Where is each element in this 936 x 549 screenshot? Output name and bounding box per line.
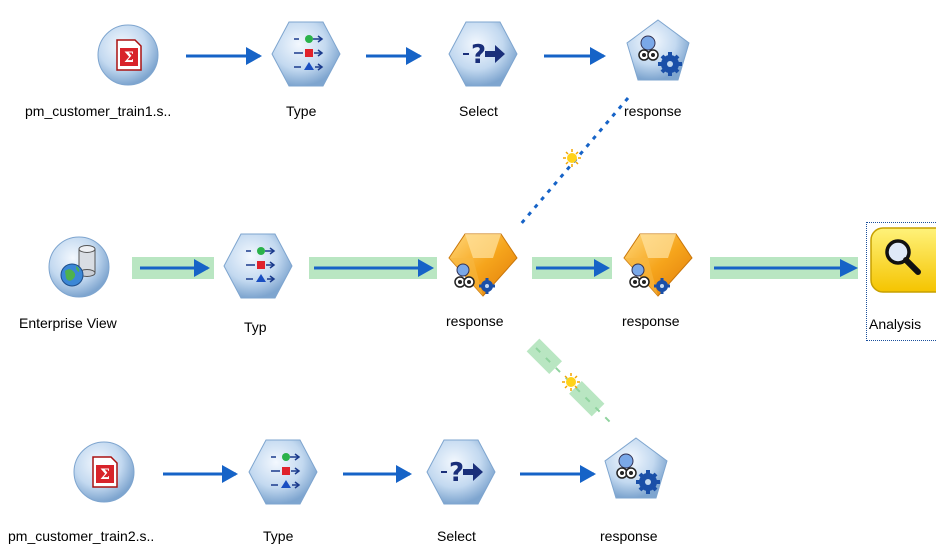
select1-label: Select <box>459 103 498 119</box>
connection-nugget1-nugget2[interactable] <box>532 257 612 279</box>
select-node-1[interactable]: ? <box>448 21 518 87</box>
model-gear-icon <box>616 453 660 494</box>
type2-label: Type <box>263 528 294 544</box>
model-link-sun-icon-2 <box>562 373 580 391</box>
connection-select1-model1[interactable] <box>544 47 606 65</box>
type-node-1[interactable] <box>271 21 341 87</box>
svg-text:Σ: Σ <box>100 467 110 483</box>
svg-text:Σ: Σ <box>124 50 134 66</box>
magnifier-icon <box>885 239 921 275</box>
type-node-mid[interactable] <box>223 233 293 299</box>
select2-label: Select <box>437 528 476 544</box>
svg-text:?: ? <box>449 458 464 488</box>
source-file-node-1[interactable]: Σ <box>97 24 159 86</box>
model-gear-icon <box>638 35 682 76</box>
model1-label: response <box>624 103 682 119</box>
analysis-selection-outline <box>866 222 936 341</box>
enterprise-label: Enterprise View <box>19 315 117 331</box>
source2-label: pm_customer_train2.s.. <box>8 528 155 544</box>
nugget-model-icon <box>629 263 670 294</box>
type1-label: Type <box>286 103 317 119</box>
type-node-2[interactable] <box>248 439 318 505</box>
model2-label: response <box>600 528 658 544</box>
enterprise-view-node[interactable] <box>48 236 110 298</box>
model-node-2[interactable] <box>604 437 668 499</box>
database-globe-icon <box>60 245 96 287</box>
connection-source2-type2[interactable] <box>163 465 238 483</box>
model-nugget-node-2[interactable] <box>623 233 693 297</box>
connection-select2-model2[interactable] <box>520 465 596 483</box>
nugget1-label: response <box>446 313 504 329</box>
svg-text:?: ? <box>471 40 486 70</box>
source-file-node-2[interactable]: Σ <box>73 441 135 503</box>
connection-enterprise-typ[interactable] <box>132 257 214 279</box>
connection-source1-type1[interactable] <box>186 47 262 65</box>
nugget2-label: response <box>622 313 680 329</box>
type-mid-label: Typ <box>244 319 267 335</box>
connection-nugget2-analysis[interactable] <box>710 257 858 279</box>
select-question-arrow-icon: ? <box>463 40 505 70</box>
select-question-arrow-icon: ? <box>441 458 483 488</box>
type-fields-icon <box>246 247 276 283</box>
analysis-node[interactable] <box>870 227 936 293</box>
connection-type1-select1[interactable] <box>366 47 422 65</box>
model-link-sun-icon-1 <box>563 149 581 167</box>
file-sum-icon: Σ <box>116 39 142 71</box>
type-fields-icon <box>294 35 324 71</box>
nugget-model-icon <box>454 263 495 294</box>
analysis-label: Analysis <box>869 316 922 332</box>
model-nugget-node-1[interactable] <box>448 233 518 297</box>
file-sum-icon: Σ <box>92 456 118 488</box>
type-fields-icon <box>271 453 301 489</box>
connection-type2-select2[interactable] <box>343 465 412 483</box>
select-node-2[interactable]: ? <box>426 439 496 505</box>
model-node-1[interactable] <box>626 19 690 81</box>
connection-typ-nugget1[interactable] <box>309 257 437 279</box>
source1-label: pm_customer_train1.s.. <box>25 103 172 119</box>
